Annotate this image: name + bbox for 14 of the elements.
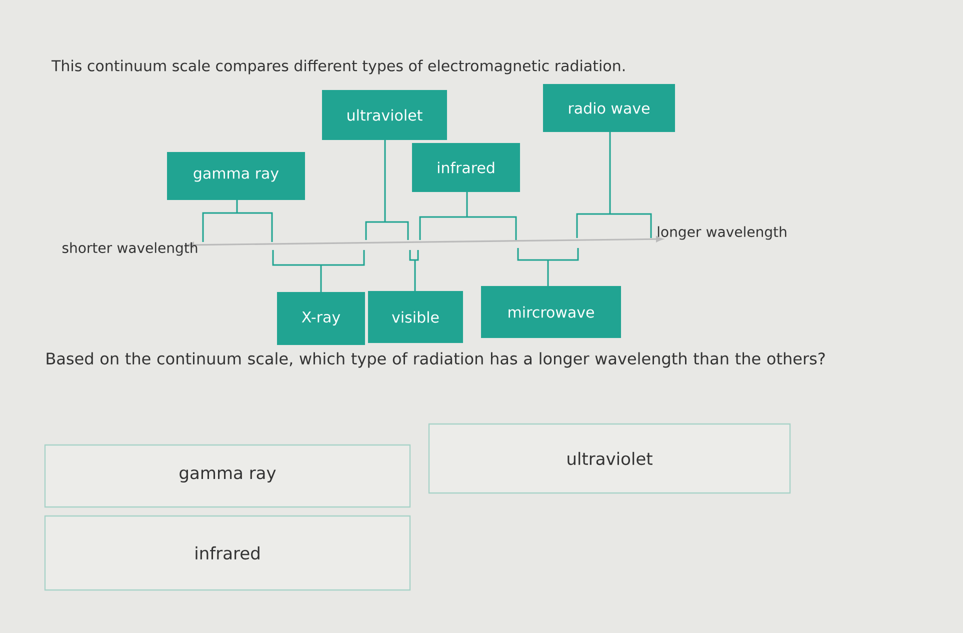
spectrum-box: radio wave	[543, 84, 675, 132]
spectrum-box: mircrowave	[481, 286, 621, 338]
answer-option: ultraviolet	[428, 423, 791, 494]
spectrum-box: X-ray	[277, 292, 365, 345]
spectrum-box: visible	[368, 291, 463, 343]
question-text: Based on the continuum scale, which type of radiation has a longer wavelength than the others?	[46, 352, 825, 368]
answer-option: gamma ray	[44, 444, 411, 508]
spectrum-box: infrared	[412, 143, 520, 192]
spectrum-box: gamma ray	[167, 152, 305, 200]
title: This continuum scale compares different types of electromagnetic radiation.	[52, 60, 625, 74]
answer-option: infrared	[44, 515, 411, 591]
axis-label: shorter wavelength	[62, 242, 198, 256]
axis-label: longer wavelength	[658, 226, 786, 240]
spectrum-box: ultraviolet	[322, 90, 447, 140]
